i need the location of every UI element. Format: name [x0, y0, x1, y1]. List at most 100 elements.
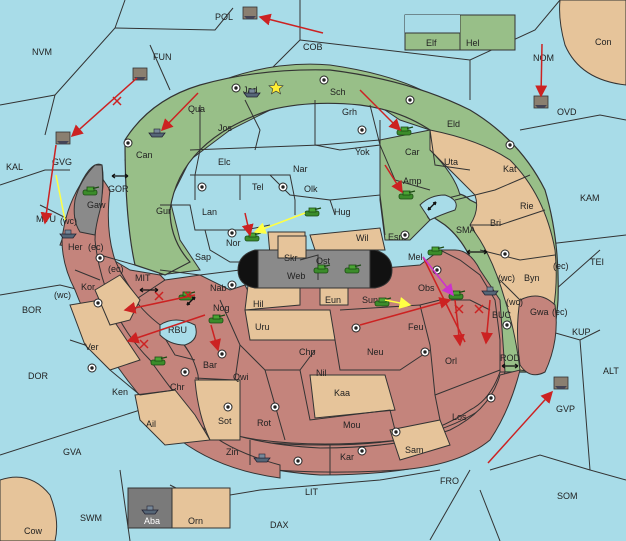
label-byn-ec: (ec)	[553, 261, 569, 271]
label-hil: Hil	[253, 299, 264, 309]
label-rot: Rot	[257, 418, 272, 428]
label-lit: LIT	[305, 487, 319, 497]
label-grh: Grh	[342, 107, 357, 117]
label-mou: Mou	[343, 420, 361, 430]
label-som: SOM	[557, 491, 578, 501]
label-alt: ALT	[603, 366, 619, 376]
label-byn-wc: (wc)	[498, 273, 515, 283]
label-tel: Tel	[252, 182, 264, 192]
supply-center-icon	[223, 402, 233, 412]
province-kaa[interactable]	[309, 374, 396, 419]
label-rbu: RBU	[168, 325, 187, 335]
label-chp: Chp	[299, 347, 316, 357]
province-cow[interactable]	[0, 476, 58, 541]
province-wil[interactable]	[309, 227, 386, 251]
label-yok: Yok	[355, 147, 370, 157]
label-dor: DOR	[28, 371, 49, 381]
label-con: Con	[595, 37, 612, 47]
label-qua: Qua	[188, 104, 205, 114]
label-gwa-wc: (wc)	[506, 297, 523, 307]
label-elc: Elc	[218, 157, 231, 167]
label-kor: Kor	[81, 282, 95, 292]
label-nar: Nar	[293, 164, 308, 174]
label-uru: Uru	[255, 322, 270, 332]
label-bor: BOR	[22, 305, 42, 315]
label-ail: Ail	[146, 419, 156, 429]
label-car: Car	[405, 147, 420, 157]
label-kup: KUP	[572, 327, 591, 337]
supply-center-icon	[278, 182, 288, 192]
fleet-box-icon	[533, 95, 549, 109]
province-orn[interactable]	[171, 487, 231, 529]
label-obs: Obs	[418, 283, 435, 293]
supply-center-icon	[180, 367, 190, 377]
label-nvm: NVM	[32, 47, 52, 57]
label-kal: KAL	[6, 162, 23, 172]
province-hel[interactable]	[459, 14, 516, 51]
label-eld: Eld	[447, 119, 460, 129]
label-byn: Byn	[524, 273, 540, 283]
label-fun: FUN	[153, 52, 172, 62]
label-sma: SMA	[456, 225, 476, 235]
label-ovd: OVD	[557, 107, 577, 117]
bay-sma	[419, 194, 457, 221]
label-kam: KAM	[580, 193, 600, 203]
label-wil: Wil	[356, 233, 369, 243]
province-sam[interactable]	[389, 419, 451, 461]
label-uta: Uta	[444, 157, 458, 167]
label-nog: Nog	[213, 303, 230, 313]
supply-center-icon	[231, 83, 241, 93]
label-ost: Ost	[316, 256, 331, 266]
supply-center-icon	[270, 402, 280, 412]
label-jos: Jos	[218, 123, 233, 133]
label-sun: Sun	[362, 295, 378, 305]
label-sch: Sch	[330, 87, 346, 97]
label-feu: Feu	[408, 322, 424, 332]
province-con[interactable]	[559, 0, 626, 86]
label-her-ec: (ec)	[88, 242, 104, 252]
supply-center-icon	[293, 456, 303, 466]
label-elf: Elf	[426, 38, 437, 48]
label-fro: FRO	[440, 476, 459, 486]
label-buc: BUC	[492, 310, 512, 320]
bay-rbu	[159, 319, 197, 346]
label-gvg-wc: (wc)	[60, 216, 77, 226]
label-web: Web	[287, 271, 305, 281]
supply-center-icon	[93, 298, 103, 308]
label-gvg: GVG	[52, 157, 72, 167]
label-bar: Bar	[203, 360, 217, 370]
province-sot[interactable]	[194, 379, 241, 441]
support-lines	[55, 174, 412, 309]
label-chr: Chr	[170, 382, 185, 392]
label-orn: Orn	[188, 516, 203, 526]
label-hel: Hel	[466, 38, 480, 48]
label-gwa-ec: (ec)	[552, 307, 568, 317]
province-pir[interactable]	[517, 295, 557, 376]
label-qwi: Qwi	[233, 372, 249, 382]
label-eun: Eun	[325, 295, 341, 305]
label-gaw: Gaw	[87, 200, 106, 210]
province-gaw[interactable]	[73, 164, 104, 236]
label-cob: COB	[303, 42, 323, 52]
label-rie: Rie	[520, 201, 534, 211]
supply-center-icon	[87, 363, 97, 373]
label-mel: Mel	[408, 252, 423, 262]
inner-borders	[74, 99, 556, 475]
label-gwa: Gwa	[530, 307, 549, 317]
label-kor-ec: (ec)	[108, 264, 124, 274]
label-esm: Esm	[388, 232, 406, 242]
label-amp: Amp	[403, 176, 422, 186]
label-hug: Hug	[334, 207, 351, 217]
supply-center-icon	[227, 280, 237, 290]
label-can: Can	[136, 150, 153, 160]
supply-center-icon	[351, 323, 361, 333]
label-zin: Zin	[226, 447, 239, 457]
supply-center-icon	[405, 95, 415, 105]
supply-center-icon	[500, 249, 510, 259]
label-neu: Neu	[367, 347, 384, 357]
label-rod: ROD	[500, 353, 521, 363]
label-gur: Gur	[156, 206, 171, 216]
supply-center-icon	[505, 140, 515, 150]
label-swm: SWM	[80, 513, 102, 523]
